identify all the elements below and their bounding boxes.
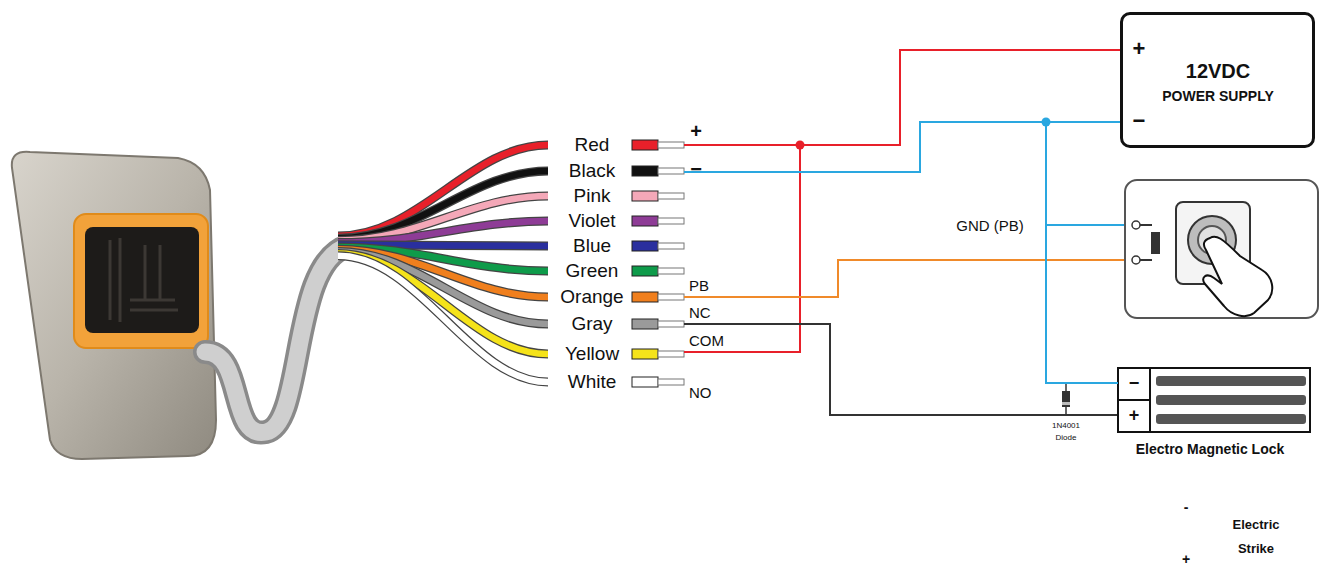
wire-sleeve (632, 191, 658, 201)
wire-color-label: Violet (568, 211, 615, 232)
wire-color-label: Yellow (565, 344, 619, 365)
wire-color-label: Orange (560, 287, 623, 308)
diode (1062, 402, 1070, 405)
wire (338, 254, 548, 354)
node-text: + (1129, 406, 1140, 426)
terminal-label: NC (689, 305, 711, 322)
red-wires (684, 50, 1120, 145)
terminal-label: + (690, 120, 702, 142)
node-text: Electro Magnetic Lock (1136, 442, 1285, 457)
terminal-label: − (690, 158, 702, 180)
wire-outline (338, 221, 548, 243)
terminal-label: Strike (1238, 542, 1274, 556)
wire-color-label: Black (569, 161, 615, 182)
nc-wire (684, 324, 1118, 415)
push-button (1125, 180, 1318, 318)
diode (1062, 391, 1070, 407)
wire-pin (658, 193, 684, 199)
wire-color-label: Gray (571, 314, 612, 335)
wire-pin (658, 294, 684, 300)
wire-sleeve (632, 216, 658, 226)
wire-color-label: Red (575, 135, 610, 156)
wire-fan (338, 140, 684, 387)
diode (1062, 383, 1070, 415)
wire-sleeve (632, 241, 658, 251)
wire-pin (658, 168, 684, 174)
node-text: − (1129, 374, 1140, 394)
wire-pin (658, 243, 684, 249)
magnetic-lock (1156, 395, 1306, 405)
red-wires (796, 141, 805, 150)
wire-pin (658, 268, 684, 274)
wire-pin (658, 379, 684, 385)
push-button (1132, 221, 1140, 229)
orange-wire (684, 260, 1128, 297)
blue-wires (684, 122, 1046, 172)
terminal-label: Diode (1056, 434, 1077, 443)
wire-sleeve (632, 349, 658, 359)
push-button (1152, 232, 1160, 254)
wire-color-label: Green (566, 261, 619, 282)
wire-outline (338, 254, 548, 354)
magnetic-lock (1156, 414, 1306, 424)
node-text: POWER SUPPLY (1162, 89, 1274, 104)
cable (205, 246, 348, 433)
push-button (1140, 225, 1152, 260)
fingerprint-reader (110, 238, 178, 322)
wire-pin (658, 142, 684, 148)
terminal-label: NO (689, 385, 712, 402)
terminal-label: COM (689, 333, 724, 350)
fingerprint-reader (12, 152, 216, 459)
terminal-label: PB (689, 278, 709, 295)
wire-sleeve (632, 266, 658, 276)
red-wires (684, 50, 1120, 352)
node-text: − (1133, 109, 1146, 133)
wire-sleeve (632, 377, 658, 387)
blue-wires (684, 118, 1128, 226)
wire-pin (658, 351, 684, 357)
red-wires (684, 145, 800, 352)
wire (338, 221, 548, 243)
fingerprint-reader (85, 227, 199, 333)
wire-connector (1046, 122, 1120, 383)
nc-wire (684, 324, 1118, 415)
wire (338, 256, 548, 382)
terminal-label: GND (PB) (956, 218, 1024, 235)
magnetic-lock (1156, 376, 1306, 386)
push-button (1132, 256, 1140, 264)
wire-sleeve (632, 319, 658, 329)
cable (205, 246, 348, 433)
wire-color-label: Pink (574, 186, 611, 207)
magnetic-lock (1118, 368, 1310, 432)
magnetic-lock (1118, 368, 1150, 432)
fingerprint-reader (74, 214, 208, 348)
node-text: + (1133, 37, 1146, 61)
wire-color-label: White (568, 372, 617, 393)
blue-wires (1046, 224, 1128, 226)
cable (205, 246, 348, 433)
terminal-label: 1N4001 (1052, 422, 1080, 431)
push-button (1203, 237, 1272, 316)
magnetic-lock: −+Electro Magnetic Lock (1118, 368, 1310, 432)
node-text: 12VDC (1186, 60, 1250, 82)
magnetic-lock (1118, 368, 1310, 432)
terminal-label: - (1184, 500, 1189, 515)
power-supply-box: + − 12VDC POWER SUPPLY (1120, 12, 1315, 148)
wire-outline (338, 256, 548, 382)
wire-sleeve (632, 166, 658, 176)
terminal-label: + (1182, 552, 1190, 567)
wire-pin (658, 218, 684, 224)
wire-color-label: Blue (573, 236, 611, 257)
wire-pin (658, 321, 684, 327)
wire-sleeve (632, 140, 658, 150)
terminal-label: Electric (1233, 518, 1280, 532)
wire-sleeve (632, 292, 658, 302)
push-button (1125, 180, 1318, 318)
orange-wire (684, 260, 1128, 297)
fingerprint-reader (12, 152, 216, 459)
